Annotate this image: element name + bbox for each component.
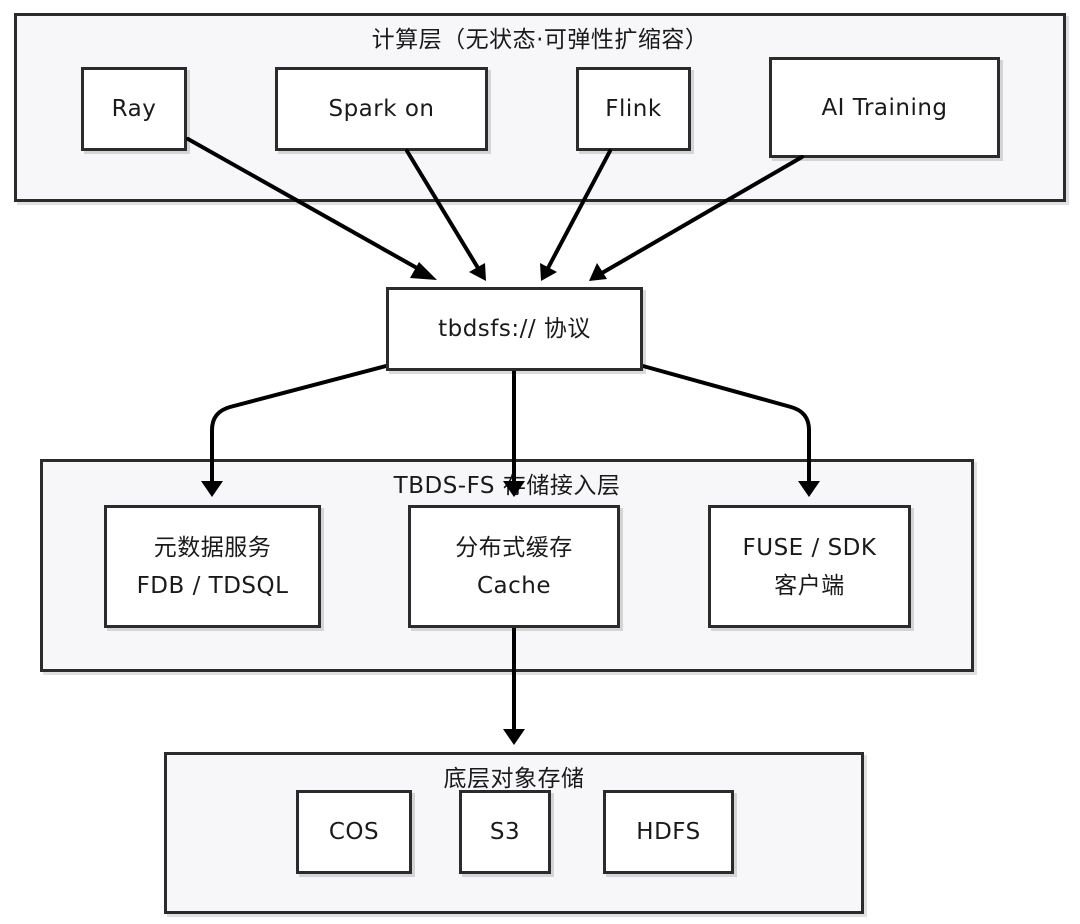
- fuse-sdk-client-node[interactable]: FUSE / SDK 客户端: [708, 505, 911, 628]
- flink-node[interactable]: Flink: [576, 67, 691, 151]
- metadata-service-node[interactable]: 元数据服务 FDB / TDSQL: [104, 505, 321, 628]
- access-layer-title: TBDS-FS 存储接入层: [393, 473, 621, 499]
- cos-label: COS: [328, 819, 380, 845]
- distributed-cache-sublabel: Cache: [476, 572, 552, 599]
- metadata-service-sublabel: FDB / TDSQL: [136, 572, 289, 599]
- storage-layer-title: 底层对象存储: [443, 766, 585, 792]
- metadata-service-label: 元数据服务: [153, 534, 272, 561]
- distributed-cache-label: 分布式缓存: [455, 534, 573, 561]
- spark-node[interactable]: Spark on: [275, 67, 488, 151]
- distributed-cache-node[interactable]: 分布式缓存 Cache: [408, 505, 620, 628]
- protocol-node[interactable]: tbdsfs:// 协议: [386, 287, 643, 371]
- fuse-sdk-sublabel: 客户端: [774, 572, 845, 599]
- spark-label: Spark on: [328, 96, 435, 122]
- cos-node[interactable]: COS: [296, 790, 412, 874]
- ai-training-node[interactable]: AI Training: [769, 57, 1000, 158]
- ray-node[interactable]: Ray: [81, 67, 187, 151]
- s3-label: S3: [489, 819, 521, 845]
- s3-node[interactable]: S3: [459, 790, 551, 874]
- hdfs-node[interactable]: HDFS: [603, 790, 734, 874]
- protocol-label: tbdsfs:// 协议: [438, 316, 591, 342]
- compute-layer-title: 计算层（无状态·可弹性扩缩容）: [371, 27, 709, 53]
- fuse-sdk-label: FUSE / SDK: [742, 534, 877, 561]
- ray-label: Ray: [111, 96, 157, 122]
- hdfs-label: HDFS: [636, 819, 701, 845]
- ai-training-label: AI Training: [821, 94, 948, 121]
- flink-label: Flink: [605, 96, 662, 122]
